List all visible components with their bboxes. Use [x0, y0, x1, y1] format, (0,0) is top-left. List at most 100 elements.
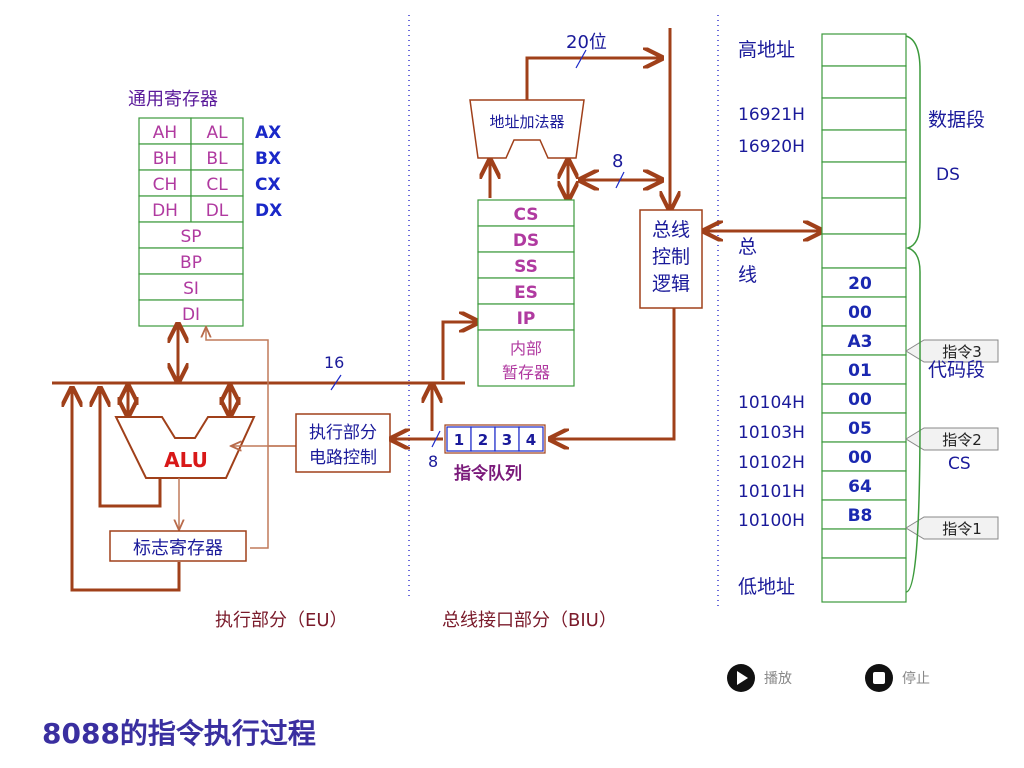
- memory-address: 16920H: [738, 137, 805, 157]
- gp-single-cell: [138, 299, 244, 327]
- queue-slot-label: 1: [454, 431, 464, 449]
- memory-address: 16921H: [738, 105, 805, 125]
- segment-label: ES: [514, 283, 538, 303]
- bus-width-16: 16: [324, 353, 344, 372]
- memory-cell: [821, 528, 907, 559]
- segment-label: DS: [513, 231, 539, 251]
- internal-temp-line1: 内部: [510, 339, 542, 358]
- memory-value: 64: [848, 477, 872, 497]
- gp-single-label: BP: [180, 253, 202, 273]
- instruction-tag-label: 指令1: [942, 520, 982, 538]
- data-width-tick: [615, 171, 625, 189]
- line-flags-to-di: [206, 328, 269, 549]
- gp-single-label: SP: [180, 227, 201, 247]
- address-width-20: 20位: [566, 32, 607, 53]
- alu-shape: [114, 416, 256, 479]
- gp-high-label: BH: [153, 149, 177, 169]
- gp-high-label: CH: [153, 175, 178, 195]
- play-button[interactable]: 播放: [726, 663, 792, 693]
- arrow-adder-20bit: [525, 58, 660, 100]
- instruction-tag: [905, 516, 999, 540]
- gp-single-cell: [138, 273, 244, 301]
- memory-cell: [821, 499, 907, 530]
- instruction-tag-label: 指令3: [942, 343, 982, 361]
- memory-address: 10100H: [738, 511, 805, 531]
- data-seg-ds: DS: [936, 165, 960, 185]
- stop-button[interactable]: 停止: [864, 663, 930, 693]
- memory-cell: [821, 33, 907, 67]
- memory-address: 10104H: [738, 393, 805, 413]
- memory-value: 20: [848, 274, 872, 294]
- gp-registers-title: 通用寄存器: [128, 89, 218, 110]
- queue-slot-label: 4: [526, 431, 536, 449]
- instruction-tag-label: 指令2: [942, 431, 982, 449]
- queue-slot-label: 2: [478, 431, 488, 449]
- memory-cell: [821, 354, 907, 385]
- memory-value: A3: [848, 332, 873, 352]
- gp-low-label: BL: [206, 149, 228, 169]
- memory-value: 00: [848, 448, 872, 468]
- address-adder-label: 地址加法器: [489, 113, 564, 131]
- gp-high-label: AH: [153, 123, 177, 143]
- memory-value: B8: [848, 506, 873, 526]
- memory-cell: [821, 197, 907, 235]
- bus-control-line3: 逻辑: [652, 273, 690, 295]
- address-width-tick: [575, 49, 587, 69]
- data-width-8: 8: [612, 151, 623, 172]
- instruction-tag: [905, 339, 999, 363]
- memory-cell: [821, 267, 907, 298]
- stop-icon: [865, 664, 893, 692]
- memory-cell: [821, 325, 907, 356]
- memory-cell: [821, 97, 907, 131]
- bus-width-tick: [330, 374, 342, 391]
- mem-high-address: 高地址: [738, 39, 795, 61]
- flags-register-label: 标志寄存器: [133, 538, 223, 559]
- memory-value: 00: [848, 390, 872, 410]
- biu-section-label: 总线接口部分（BIU）: [442, 610, 617, 631]
- queue-width-8: 8: [428, 452, 438, 471]
- gp-high-label: DH: [152, 201, 178, 221]
- eu-control-box: [295, 413, 391, 473]
- gp-single-label: SI: [183, 279, 199, 299]
- queue-slot: [518, 426, 544, 452]
- mem-bus-label-1: 总: [738, 236, 757, 258]
- gp-reg-name: BX: [255, 149, 281, 169]
- alu-output-loop: [100, 390, 162, 508]
- gp-single-label: DI: [182, 305, 200, 325]
- eu-section-label: 执行部分（EU）: [215, 610, 348, 631]
- memory-cell: [821, 129, 907, 163]
- queue-slot: [470, 426, 496, 452]
- segment-label: IP: [517, 309, 536, 329]
- gp-single-cell: [138, 221, 244, 249]
- queue-width-tick: [431, 430, 441, 448]
- eu-control-line1: 执行部分: [309, 423, 377, 443]
- play-label: 播放: [764, 671, 792, 687]
- internal-temp-cell: [477, 329, 575, 387]
- play-icon: [727, 664, 755, 692]
- data-seg-brace: [905, 35, 921, 273]
- code-seg-brace: [905, 272, 921, 593]
- queue-slot: [494, 426, 520, 452]
- memory-cell: [821, 441, 907, 472]
- queue-slot-label: 3: [502, 431, 512, 449]
- eu-control-line2: 电路控制: [309, 448, 377, 468]
- stop-label: 停止: [902, 671, 930, 687]
- memory-cell: [821, 233, 907, 269]
- segment-cell: [477, 303, 575, 331]
- memory-address: 10102H: [738, 453, 805, 473]
- memory-address: 10103H: [738, 423, 805, 443]
- memory-cell: [821, 557, 907, 603]
- memory-cell: [821, 161, 907, 199]
- arrow-bus-ip: [441, 322, 476, 380]
- gp-reg-name: CX: [255, 175, 281, 195]
- gp-low-label: AL: [206, 123, 228, 143]
- segment-label: CS: [513, 205, 538, 225]
- queue-label: 指令队列: [454, 463, 522, 484]
- bus-control-box: [639, 209, 703, 309]
- bus-control-line2: 控制: [652, 246, 690, 268]
- memory-value: 00: [848, 303, 872, 323]
- memory-cell: [821, 412, 907, 443]
